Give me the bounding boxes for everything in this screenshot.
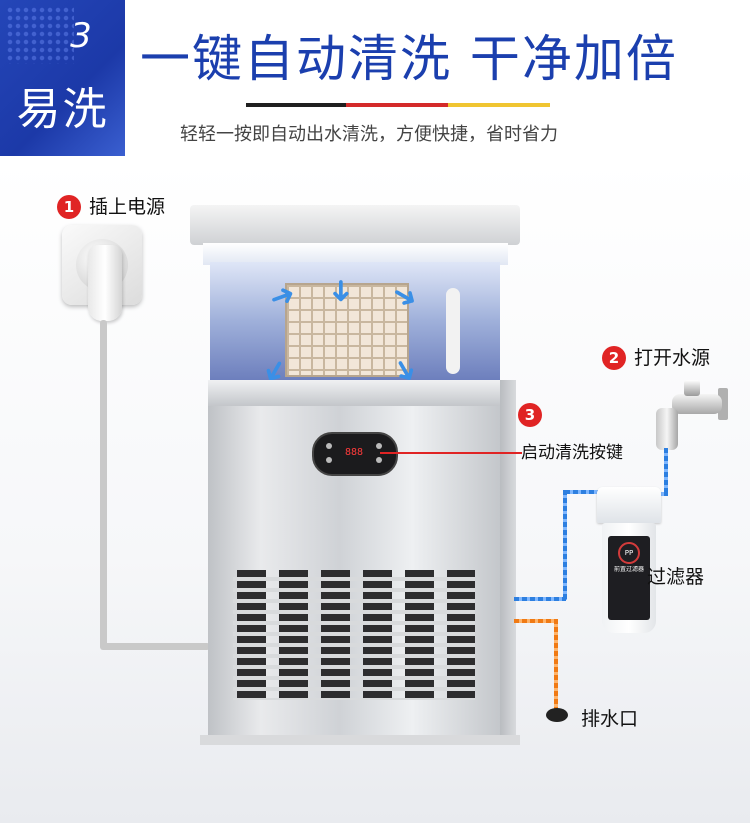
airflow-arrow-icon: ➜ [323, 278, 359, 304]
filter-badge: PP [618, 542, 640, 564]
machine-base [200, 735, 520, 745]
faucet-icon [672, 394, 722, 414]
badge-number: 3 [70, 16, 92, 56]
title-underline-red [346, 103, 448, 107]
drain-icon [546, 708, 568, 722]
water-inlet-line [565, 490, 599, 494]
drain-line [514, 619, 558, 623]
machine-cavity-rim [203, 243, 508, 265]
faucet-mount [718, 388, 728, 420]
filter-label: 过滤器 [647, 566, 705, 588]
water-inlet-line [664, 448, 668, 494]
badge-pattern [6, 6, 74, 64]
vent-slats [233, 570, 475, 700]
power-cable-horizontal [100, 643, 210, 650]
panel-button[interactable] [326, 457, 332, 463]
panel-button[interactable] [376, 457, 382, 463]
badge-label: 易洗 [16, 84, 109, 135]
machine-ledge [208, 380, 500, 406]
feature-badge: 3 易洗 [0, 0, 125, 156]
title-underline-yellow [448, 103, 550, 107]
water-filter-icon [597, 487, 661, 523]
water-inlet-line [563, 490, 567, 600]
step-3-label: 启动清洗按键 [521, 443, 623, 463]
drain-line [554, 619, 558, 713]
step-1-number: 1 [57, 195, 81, 219]
machine-lid [190, 205, 520, 245]
faucet-handle [684, 380, 700, 396]
panel-button[interactable] [376, 443, 382, 449]
callout-line [380, 452, 522, 454]
panel-display: 888 [344, 447, 364, 458]
page-subtitle: 轻轻一按即自动出水清洗，方便快捷，省时省力 [180, 124, 558, 145]
step-2-label: 打开水源 [634, 347, 711, 369]
water-inlet-line [514, 597, 566, 601]
plug-icon [88, 245, 122, 321]
machine-side [500, 380, 516, 735]
filter-name: 前置过滤器 [613, 566, 644, 573]
step-3-number: 3 [518, 403, 542, 427]
drain-label: 排水口 [581, 708, 639, 730]
title-underline-black [246, 103, 346, 107]
control-panel[interactable]: 888 [312, 432, 398, 476]
step-1-label: 插上电源 [89, 196, 166, 218]
page-title: 一键自动清洗 干净加倍 [140, 30, 678, 88]
power-cable [100, 320, 107, 648]
faucet-spout [656, 408, 678, 450]
ice-tray [285, 283, 409, 377]
water-pipe [446, 288, 460, 374]
panel-button[interactable] [326, 443, 332, 449]
step-2-number: 2 [602, 346, 626, 370]
